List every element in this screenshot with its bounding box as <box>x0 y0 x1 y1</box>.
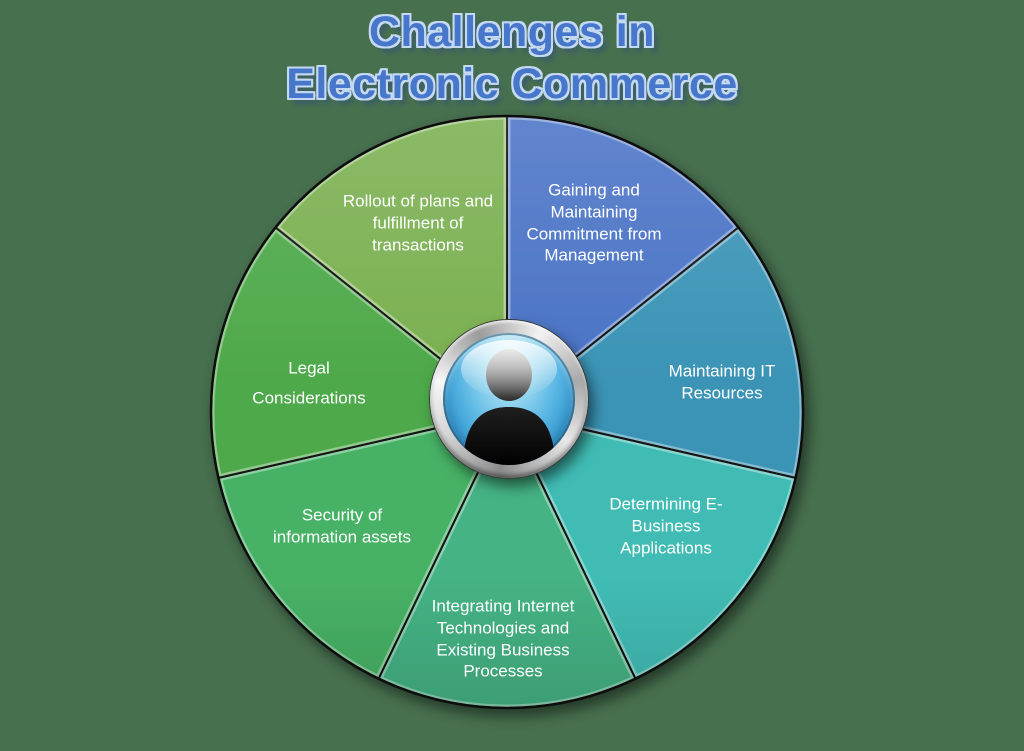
diagram-title-line1: Challenges in <box>368 8 656 56</box>
diagram-title-line2: Electronic Commerce <box>286 60 738 109</box>
person-icon <box>463 349 555 465</box>
badge-glass <box>443 333 575 465</box>
diagram-title: Challenges in Electronic Commerce <box>0 6 1024 111</box>
center-badge <box>430 320 588 478</box>
